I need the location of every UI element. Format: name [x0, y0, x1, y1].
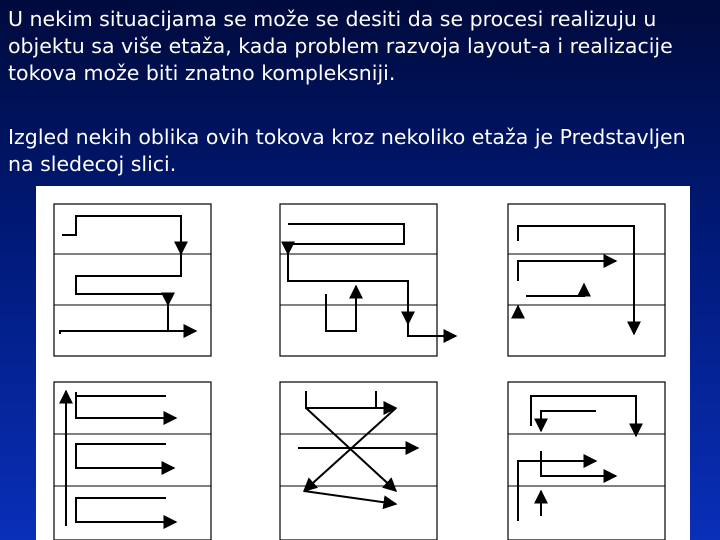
- multi-floor-flow-diagram: [36, 186, 690, 540]
- figure-caption-paragraph: Izgled nekih oblika ovih tokova kroz nek…: [8, 125, 686, 176]
- flow-panel-2: [279, 203, 458, 357]
- intro-paragraph: U nekim situacijama se može se desiti da…: [8, 7, 673, 85]
- flow-diagram-svg: [53, 203, 666, 540]
- flow-panel-1: [53, 203, 212, 357]
- flow-panel-5: [279, 381, 438, 540]
- flow-panel-4: [53, 381, 212, 540]
- flow-panel-6: [507, 381, 666, 540]
- flow-panel-3: [507, 203, 666, 357]
